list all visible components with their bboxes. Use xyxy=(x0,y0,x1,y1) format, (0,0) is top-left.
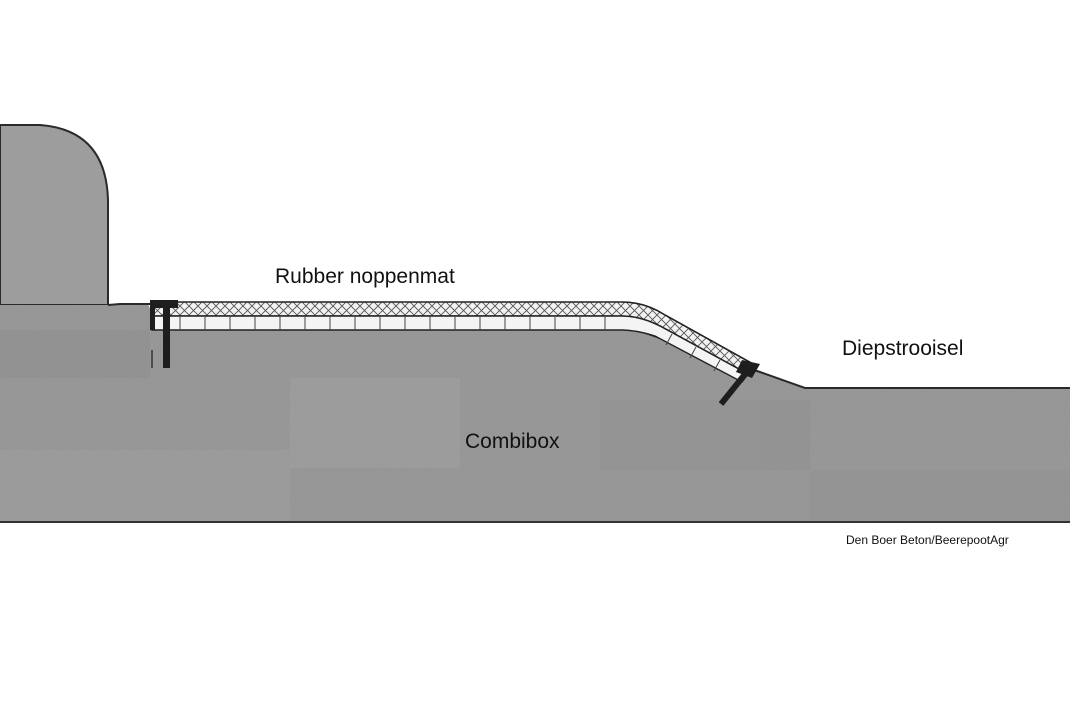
anchor-right xyxy=(718,360,760,406)
mat-cell-lines xyxy=(179,316,721,372)
concrete-shading xyxy=(0,330,1070,522)
anchor-left xyxy=(150,300,178,368)
concrete-body xyxy=(0,304,1070,522)
curb-wall xyxy=(0,124,109,306)
label-combibox: Combibox xyxy=(465,430,560,453)
image-credit: Den Boer Beton/BeerepootAgr xyxy=(846,533,1009,547)
label-deep-litter: Diepstrooisel xyxy=(842,337,964,360)
label-rubber-mat: Rubber noppenmat xyxy=(275,265,455,288)
